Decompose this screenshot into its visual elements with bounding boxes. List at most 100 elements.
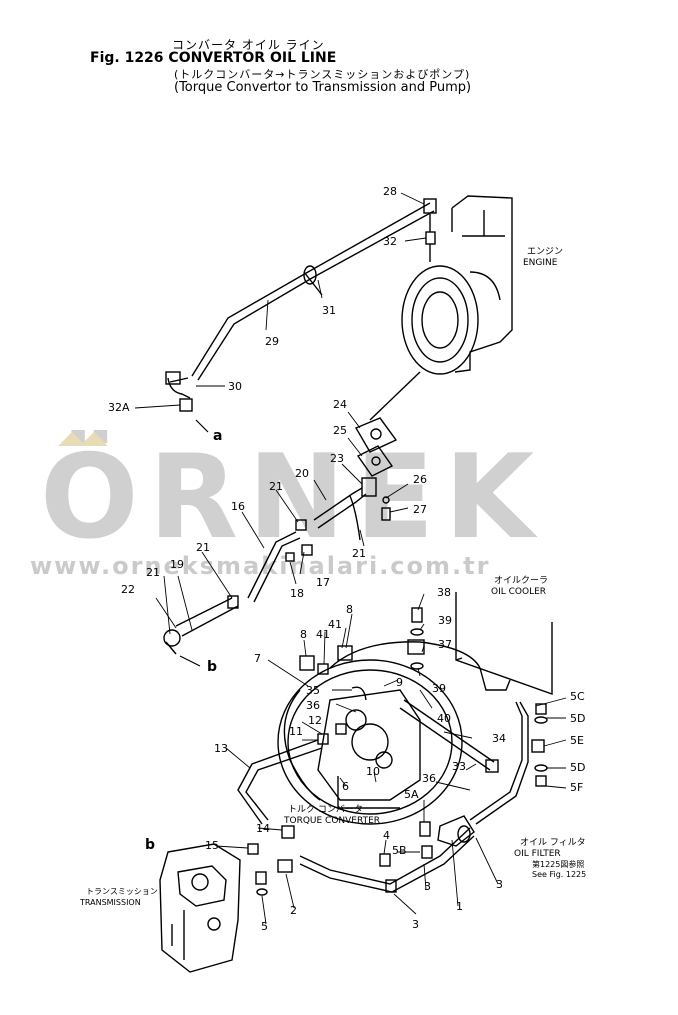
callout-1: 1: [456, 900, 463, 913]
callout-14: 14: [256, 822, 270, 835]
callout-16: 16: [231, 500, 245, 513]
callout-41-b: 41: [328, 618, 342, 631]
callout-17: 17: [316, 576, 330, 589]
label-oil-filter-en: OIL FILTER: [514, 849, 561, 859]
connector-a: a: [213, 428, 222, 444]
pipe-13: [237, 739, 323, 825]
callout-21-a: 21: [269, 480, 283, 493]
label-torque-converter-jp: トルク コンバータ: [288, 804, 363, 815]
engine-block: [401, 195, 513, 375]
fittings-11-12: [317, 723, 347, 745]
callout-12: 12: [308, 714, 322, 727]
callout-38: 38: [437, 586, 451, 599]
callout-5C: 5C: [570, 690, 585, 703]
callout-13: 13: [214, 742, 228, 755]
callout-29: 29: [265, 335, 279, 348]
fittings-17-18: [285, 544, 313, 562]
callout-18: 18: [290, 587, 304, 600]
bolt-32: [425, 231, 436, 262]
callout-9: 9: [396, 676, 403, 689]
subtitle-english: (Torque Convertor to Transmission and Pu…: [174, 80, 472, 95]
watermark-accent: [58, 432, 108, 446]
callout-5A: 5A: [404, 788, 419, 801]
callout-15: 15: [205, 839, 219, 852]
fittings-2-5-15: [247, 825, 295, 896]
fittings-4-5B: [379, 853, 391, 867]
transmission: [159, 843, 241, 973]
label-filter-ref-jp: 第1225図参照: [532, 859, 584, 869]
callout-5: 5: [261, 920, 268, 933]
label-engine-en: ENGINE: [523, 258, 558, 268]
callout-39-a: 39: [438, 614, 452, 627]
callout-2: 2: [290, 904, 297, 917]
label-oil-cooler-en: OIL COOLER: [491, 587, 546, 597]
callout-19: 19: [170, 558, 184, 571]
title-english: Fig. 1226 CONVERTOR OIL LINE: [90, 50, 337, 66]
callout-7: 7: [254, 652, 261, 665]
callout-21-b: 21: [352, 547, 366, 560]
connector-arrows: [179, 419, 209, 667]
bolt-27: [381, 496, 391, 521]
leader-engine-24: [369, 371, 421, 421]
elbow-30: [165, 371, 191, 399]
callout-5F: 5F: [570, 781, 583, 794]
callout-36-a: 36: [306, 699, 320, 712]
callout-31: 31: [322, 304, 336, 317]
callout-41-a: 41: [316, 628, 330, 641]
hose-20: [313, 487, 367, 541]
label-transmission-en: TRANSMISSION: [79, 898, 141, 907]
torque-converter: [277, 659, 463, 825]
pipe-lower: [299, 827, 475, 893]
callout-34: 34: [492, 732, 506, 745]
callout-33: 33: [452, 760, 466, 773]
elbow-35: [351, 686, 367, 701]
callout-26: 26: [413, 473, 427, 486]
title-japanese: コンバータ オイル ライン: [172, 38, 325, 52]
bolt-5A: [419, 821, 431, 837]
callout-32A: 32A: [108, 401, 130, 414]
flange-25: [356, 445, 394, 477]
callout-32: 32: [383, 235, 397, 248]
leader-lines: [134, 192, 567, 925]
callout-35: 35: [306, 684, 320, 697]
pipe-34: [399, 699, 499, 773]
label-engine-jp: エンジン: [527, 247, 563, 257]
elbow-22: [163, 629, 181, 655]
callout-23: 23: [330, 452, 344, 465]
connector-b-lower: b: [145, 837, 155, 853]
callout-8-b: 8: [300, 628, 307, 641]
elbow-28: [423, 198, 437, 232]
fitting-23: [361, 477, 377, 497]
callout-40: 40: [437, 712, 451, 725]
clamp-31: [303, 265, 323, 296]
pipe-7: [283, 641, 481, 801]
callout-labels: 28 32 31 29 30 32A 24 25 23 26 27 20 21 …: [108, 185, 585, 933]
bolt-38-39-37: [407, 607, 425, 670]
callout-30: 30: [228, 380, 242, 393]
connector-b-upper: b: [207, 659, 217, 675]
clamp-21-upper: [295, 519, 307, 531]
connector-labels: a b b: [145, 428, 222, 853]
pipe-29: [169, 202, 435, 383]
callout-8-a: 8: [346, 603, 353, 616]
subtitle-japanese: (トルクコンバータ→トランスミッションおよびポンプ): [174, 68, 471, 81]
callout-27: 27: [413, 503, 427, 516]
callout-37: 37: [438, 638, 452, 651]
fittings-8-41: [299, 645, 353, 675]
callout-22: 22: [121, 583, 135, 596]
callout-39-b: 39: [432, 682, 446, 695]
watermark-brand: ÖRNEK: [40, 430, 545, 565]
hose-16: [247, 531, 301, 603]
label-filter-ref-en: See Fig. 1225: [532, 870, 586, 879]
bolt-32A: [179, 398, 193, 412]
callout-5D-a: 5D: [570, 712, 585, 725]
oil-filter: [437, 815, 475, 847]
callout-21-c: 21: [196, 541, 210, 554]
label-transmission-jp: トランスミッション: [86, 887, 158, 896]
callout-4: 4: [383, 829, 390, 842]
label-oil-filter-jp: オイル フィルタ: [520, 837, 586, 848]
callout-3-a: 3: [424, 880, 431, 893]
callout-5E: 5E: [570, 734, 584, 747]
